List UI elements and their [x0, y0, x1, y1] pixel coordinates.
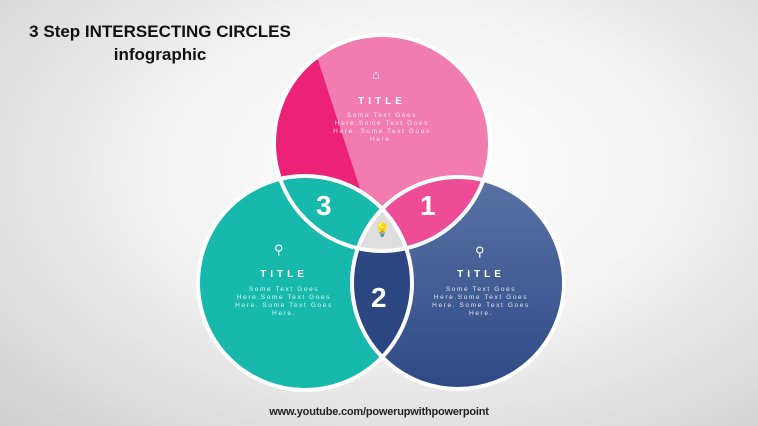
location-pin-icon: ⚲ — [274, 242, 284, 257]
title-line-1: 3 Step INTERSECTING CIRCLES — [29, 22, 291, 41]
search-icon: ⚲ — [475, 244, 485, 259]
pink-title: TITLE — [358, 96, 406, 107]
step-number-2: 2 — [371, 282, 387, 313]
blue-title: TITLE — [457, 269, 505, 280]
teal-body: Some Text Goes Here.Some Text Goes Here.… — [235, 286, 333, 317]
teal-title: TITLE — [260, 269, 308, 280]
region-pink-blue — [352, 177, 490, 251]
teal-text-block: TITLE Some Text Goes Here.Some Text Goes … — [229, 269, 339, 318]
title-line-2: infographic — [113, 45, 207, 64]
region-pink-teal — [274, 176, 412, 251]
pink-body: Some Text Goes Here.Some Text Goes Here.… — [333, 112, 431, 143]
blue-text-block: TITLE Some Text Goes Here.Some Text Goes … — [426, 269, 536, 318]
slide-title: 3 Step INTERSECTING CIRCLES infographic — [20, 20, 300, 66]
blue-body: Some Text Goes Here.Some Text Goes Here.… — [432, 286, 530, 317]
step-number-3: 3 — [316, 190, 332, 221]
home-icon: ⌂ — [372, 67, 380, 82]
footer-url: www.youtube.com/powerupwithpowerpoint — [269, 406, 489, 418]
step-number-1: 1 — [420, 190, 436, 221]
lightbulb-icon: 💡 — [374, 222, 391, 237]
pink-text-block: TITLE Some Text Goes Here.Some Text Goes … — [327, 96, 437, 144]
